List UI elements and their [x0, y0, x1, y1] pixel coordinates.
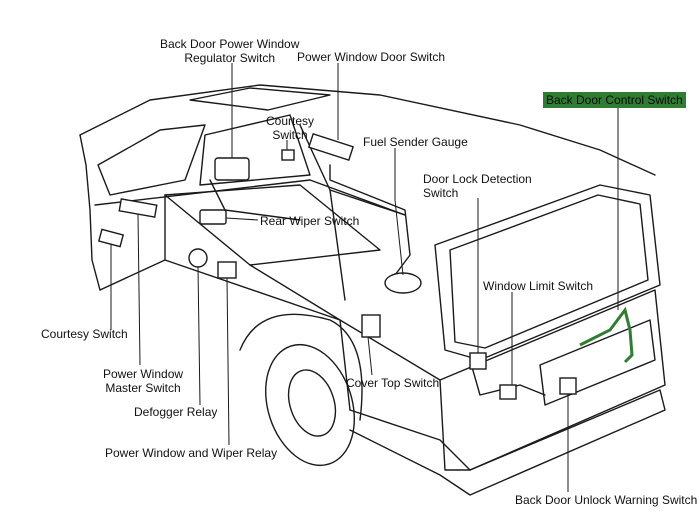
- c-pillar: [329, 189, 346, 301]
- rear-wiper-switch-component: [199, 209, 227, 225]
- leader-pw-wiper: [226, 277, 230, 446]
- label-power-window-door-switch: Power Window Door Switch: [297, 50, 446, 64]
- cargo-floor: [164, 184, 381, 266]
- leader-fuel: [394, 148, 404, 276]
- rear-glass: [434, 184, 661, 361]
- pw-wiper-relay-component: [217, 261, 237, 279]
- wheel-arch: [239, 313, 363, 421]
- label-line: Back Door Power Window: [160, 37, 300, 51]
- label-line: Courtesy: [266, 114, 315, 128]
- leader-cover-top: [367, 336, 373, 376]
- rear-glass-inner: [449, 194, 649, 349]
- side-window-rear: [199, 114, 311, 186]
- label-line: Master Switch: [105, 381, 181, 395]
- roof-rack: [189, 87, 331, 111]
- label-line: Regulator Switch: [184, 51, 276, 65]
- defogger-relay-component: [188, 248, 208, 268]
- label-courtesy-switch-top: Courtesy Switch: [266, 114, 314, 142]
- label-window-limit-switch: Window Limit Switch: [483, 279, 594, 293]
- label-door-lock-detection-switch: Door Lock Detection Switch: [423, 172, 532, 200]
- label-rear-wiper-switch: Rear Wiper Switch: [260, 214, 360, 228]
- label-defogger-relay: Defogger Relay: [134, 405, 218, 419]
- label-back-door-control-switch: Back Door Control Switch: [543, 92, 686, 108]
- label-back-door-pw-regulator-switch: Back Door Power Window Regulator Switch: [160, 37, 299, 65]
- master-switch-component: [118, 198, 158, 218]
- back-door-control-harness: [579, 306, 634, 364]
- leader-master: [137, 213, 141, 366]
- regulator-switch-component: [214, 157, 250, 181]
- label-line: Power Window: [103, 367, 184, 381]
- bumper: [349, 389, 666, 496]
- harness-roof: [329, 164, 411, 276]
- body-left-edge: [79, 134, 101, 291]
- leader-rear-wiper: [225, 217, 259, 221]
- cover-top-switch-component: [361, 314, 381, 338]
- label-fuel-sender-gauge: Fuel Sender Gauge: [363, 135, 468, 149]
- roof-outline: [79, 84, 656, 176]
- courtesy-switch-top-component: [281, 149, 295, 161]
- rear-wheel: [264, 343, 356, 467]
- label-line: Switch: [272, 128, 308, 142]
- tailgate-panel: [539, 319, 656, 406]
- label-cover-top-switch: Cover Top Switch: [346, 376, 440, 390]
- rear-wheel-rim: [287, 369, 337, 437]
- side-window-front: [97, 124, 206, 196]
- tailgate: [439, 289, 666, 471]
- courtesy-switch-left-component: [97, 228, 125, 248]
- rear-quarter: [249, 264, 351, 411]
- unlock-warning-component: [559, 377, 577, 395]
- body-side-lower: [99, 259, 441, 381]
- label-power-window-and-wiper-relay: Power Window and Wiper Relay: [105, 446, 278, 460]
- pw-door-switch-component: [307, 132, 355, 162]
- fuel-sender-component: [384, 272, 422, 294]
- window-limit-component: [499, 384, 517, 400]
- leader-defogger: [197, 266, 201, 406]
- label-line: Door Lock Detection: [423, 172, 532, 186]
- door-lock-detect-component: [469, 352, 487, 370]
- label-courtesy-switch-left: Courtesy Switch: [41, 327, 128, 341]
- label-back-door-unlock-warning-switch: Back Door Unlock Warning Switch: [515, 493, 698, 507]
- label-power-window-master-switch: Power Window Master Switch: [103, 367, 183, 395]
- label-line: Switch: [423, 186, 459, 200]
